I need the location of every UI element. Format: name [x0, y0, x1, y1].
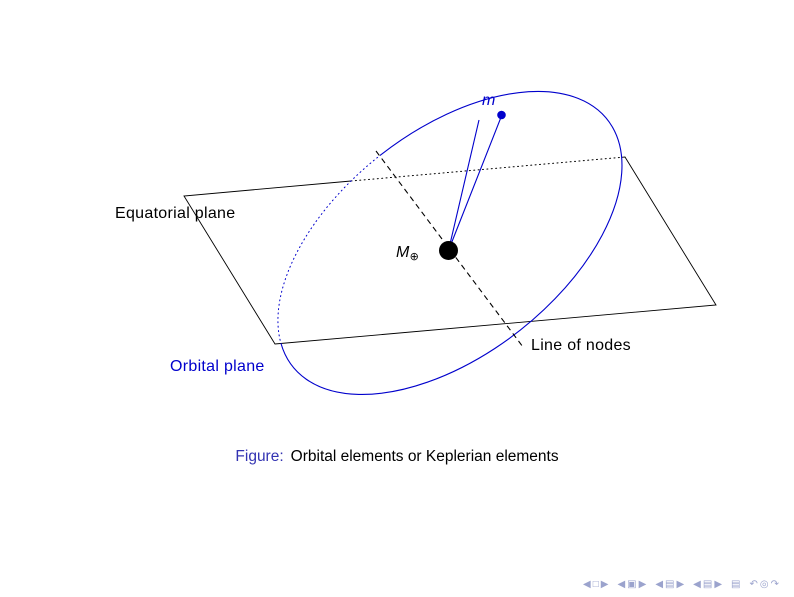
nav-next-frame[interactable]: ▶ — [638, 579, 647, 590]
nav-back-icon[interactable]: ↶ — [749, 579, 758, 590]
nav-subsection-icon[interactable]: ▤ — [665, 579, 675, 590]
nav-group-subsection: ◀ ▤ ▶ — [654, 580, 685, 590]
nav-prev-section[interactable]: ◀ — [693, 579, 701, 590]
nav-find-icon[interactable]: ◎ — [759, 579, 769, 590]
earth-subscript-icon: ⊕ — [410, 251, 420, 263]
nav-next-subsection[interactable]: ▶ — [676, 579, 685, 590]
beamer-navigation-bar: ◀ □ ▶ ◀ ▣ ▶ ◀ ▤ ▶ ◀ ▤ ▶ ▤ ↶ ◎ ↷ — [575, 580, 780, 590]
nav-group-presentation: ▤ — [730, 580, 741, 590]
nav-forward-icon[interactable]: ↷ — [770, 579, 779, 590]
caption-text: Orbital elements or Keplerian elements — [290, 448, 559, 465]
line-of-nodes-label: Line of nodes — [531, 337, 631, 354]
orbit-ellipse-hidden-arc — [277, 154, 382, 344]
earth-mass-label: M⊕ — [396, 244, 419, 263]
equatorial-plane-label: Equatorial plane — [115, 205, 235, 222]
perigee-direction-line — [447, 119, 480, 251]
earth-dot — [439, 241, 458, 260]
line-of-nodes-dashed — [375, 150, 524, 348]
nav-prev-subsection[interactable]: ◀ — [655, 579, 664, 590]
orbital-plane-label: Orbital plane — [170, 358, 265, 375]
nav-next-slide[interactable]: ▶ — [600, 579, 609, 590]
earth-mass-symbol: M — [396, 244, 410, 261]
equatorial-plane-outline — [183, 156, 717, 345]
nav-frame-icon[interactable]: ▣ — [627, 579, 637, 590]
satellite-dot — [497, 110, 506, 120]
figure-caption: Figure: Orbital elements or Keplerian ele… — [0, 448, 794, 466]
nav-slide-icon[interactable]: □ — [592, 579, 599, 590]
nav-group-slide: ◀ □ ▶ — [582, 580, 609, 590]
nav-prev-frame[interactable]: ◀ — [617, 579, 626, 590]
nav-section-icon[interactable]: ▤ — [702, 579, 713, 590]
nav-group-section: ◀ ▤ ▶ — [692, 580, 723, 590]
nav-next-section[interactable]: ▶ — [714, 579, 723, 590]
nav-presentation-icon[interactable]: ▤ — [731, 579, 741, 590]
radius-vector-line — [447, 115, 503, 251]
nav-group-frame: ◀ ▣ ▶ — [616, 580, 647, 590]
caption-label: Figure: — [235, 448, 284, 465]
nav-group-history: ↶ ◎ ↷ — [748, 580, 780, 590]
satellite-mass-label: m — [482, 92, 496, 109]
equatorial-plane-hidden-edge — [350, 156, 623, 182]
orbit-ellipse-visible-arc — [280, 90, 623, 395]
nav-prev-slide[interactable]: ◀ — [583, 579, 591, 590]
